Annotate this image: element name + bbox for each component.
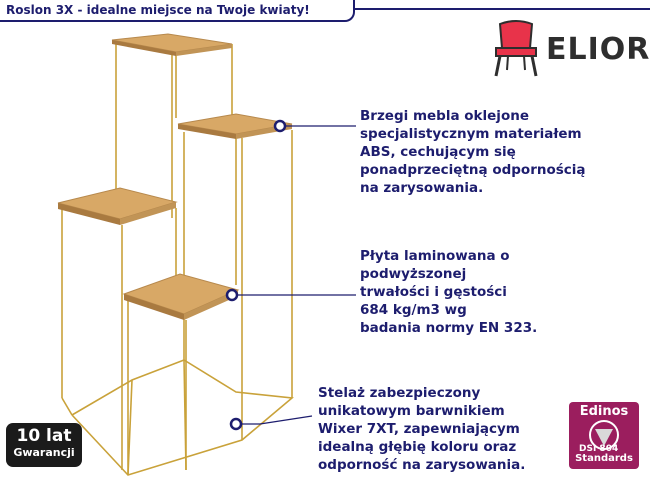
callout-text-frame: Stelaż zabezpieczony unikatowym barwniki…: [318, 385, 526, 473]
certificate-name: Edinos: [579, 404, 629, 419]
certificate-badge: Edinos DSI 804 Standards: [569, 402, 639, 469]
warranty-badge: 10 lat Gwarancji: [6, 423, 82, 467]
warranty-label: Gwarancji: [13, 446, 75, 459]
header-divider: [353, 8, 650, 10]
chair-icon: [494, 20, 538, 77]
callout-dot-1: [273, 119, 287, 133]
callout-dot-3: [229, 417, 243, 431]
brand-name: ELIOR: [546, 32, 650, 67]
callout-text-abs: Brzegi mebla oklejone specjalistycznym m…: [360, 108, 586, 196]
brand-logo: ELIOR: [486, 18, 649, 80]
callout-dot-2: [225, 288, 239, 302]
certificate-footer: Standards: [575, 453, 633, 464]
certificate-standard: DSI 804: [579, 444, 618, 454]
callout-text-board: Płyta laminowana o podwyższonej trwałośc…: [360, 248, 538, 336]
title-tab: Roslon 3X - idealne miejsce na Twoje kwi…: [0, 0, 355, 22]
checkmark-seal-icon: DSI 804: [579, 420, 619, 454]
warranty-years: 10 lat: [16, 426, 72, 446]
page-title: Roslon 3X - idealne miejsce na Twoje kwi…: [6, 3, 310, 17]
